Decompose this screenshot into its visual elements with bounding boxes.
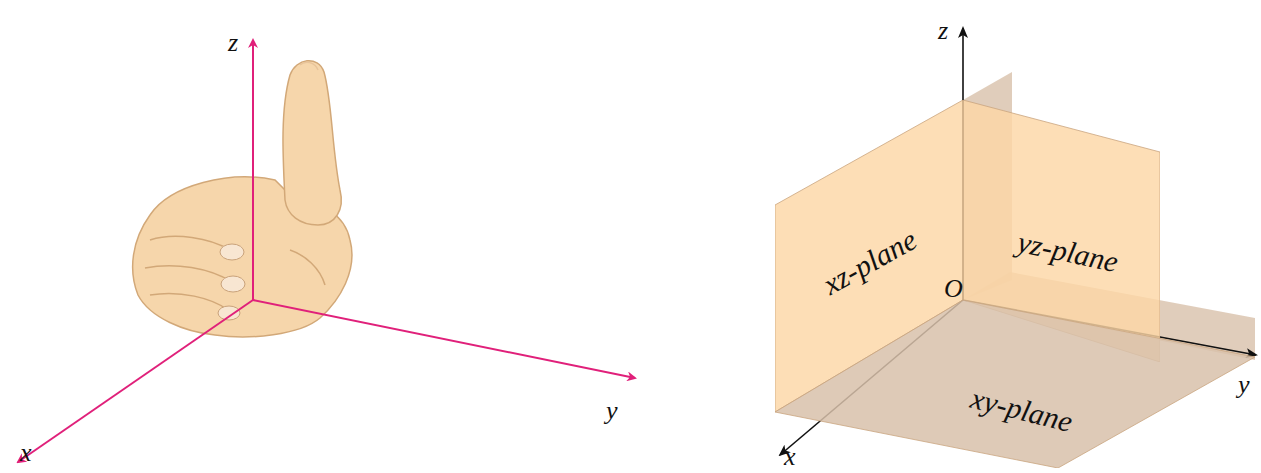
axis-label: x bbox=[20, 440, 32, 466]
axis-label: z bbox=[938, 18, 948, 44]
axes-left bbox=[18, 40, 635, 462]
axis-label: y bbox=[606, 398, 618, 424]
xy-plane-shape bbox=[775, 300, 1255, 468]
axis-label: z bbox=[228, 30, 238, 56]
axis-label: y bbox=[1238, 372, 1250, 398]
origin-label: O bbox=[944, 276, 963, 302]
right-hand bbox=[133, 61, 352, 337]
axis-label: x bbox=[784, 444, 796, 470]
coordinate-plane: xy-plane bbox=[775, 300, 1255, 468]
